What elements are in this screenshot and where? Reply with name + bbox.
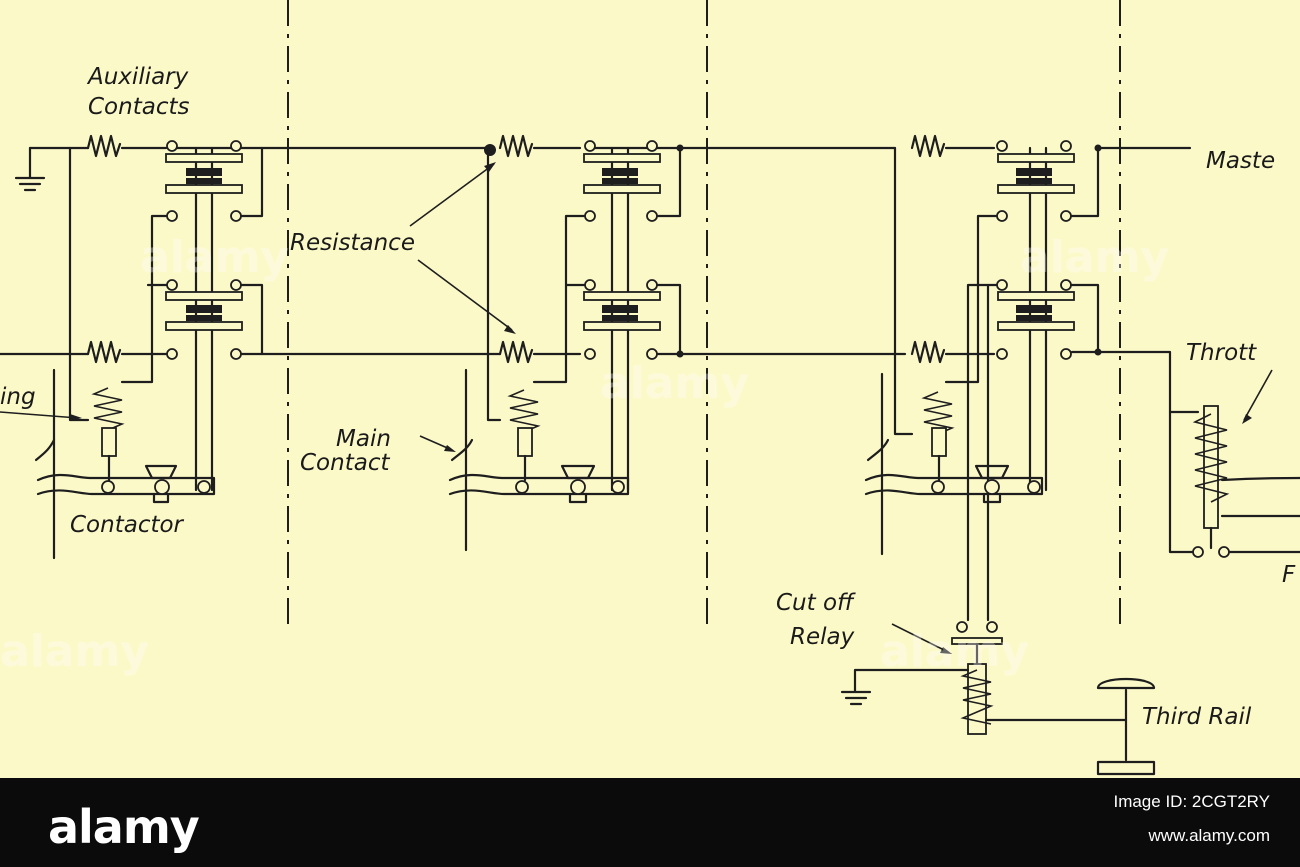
image-id-text: Image ID: 2CGT2RY	[1113, 792, 1270, 811]
label-relay: Relay	[790, 624, 855, 650]
throttle-arrow	[1243, 369, 1273, 421]
plunger	[101, 427, 117, 457]
watermark: alamy	[1020, 232, 1169, 283]
label-contactor: Contactor	[70, 512, 185, 538]
resistance-coil	[498, 134, 582, 158]
wire	[1070, 146, 1200, 414]
label-auxiliary: Auxiliary	[86, 64, 189, 90]
label-third-rail: Third Rail	[1142, 704, 1252, 730]
third-rail-shoe	[1096, 678, 1156, 690]
main-contact-finger	[34, 438, 56, 462]
insulator	[186, 168, 222, 176]
resistance-coil	[910, 340, 996, 364]
contact-plate	[165, 184, 243, 194]
contactor-unit-1	[34, 134, 264, 560]
throttle-coil	[1192, 413, 1230, 503]
label-main: Main	[336, 426, 391, 452]
throttle-unit	[1168, 405, 1300, 558]
wire	[944, 214, 998, 622]
wire	[240, 146, 264, 356]
circuit-diagram: Auxiliary Contacts Resistance Main Conta…	[0, 0, 1300, 776]
resistance-coil	[86, 340, 168, 364]
watermark: alamy	[140, 232, 289, 283]
third-rail	[1096, 760, 1156, 776]
cutoff-relay-arrow	[891, 623, 949, 653]
brand-logo[interactable]: alamy	[48, 800, 200, 854]
contact-plate	[165, 291, 243, 301]
cutoff-relay	[840, 621, 1156, 776]
spring-coil	[91, 387, 125, 431]
wire	[68, 146, 90, 422]
wire	[1168, 410, 1300, 554]
wire	[893, 146, 914, 436]
ground-symbol	[840, 668, 970, 706]
spring-arrow	[0, 411, 79, 419]
wire	[120, 214, 168, 384]
contactor-lever	[864, 473, 1044, 496]
contactor-unit-2	[448, 134, 684, 552]
label-resistance: Resistance	[290, 230, 415, 256]
resistance-arrow	[417, 259, 513, 331]
wire	[486, 146, 502, 422]
watermark: alamy	[600, 358, 749, 409]
label-contact: Contact	[300, 450, 390, 476]
wire	[532, 214, 586, 384]
wire	[1220, 476, 1300, 518]
contactor-unit-3	[864, 134, 1200, 622]
contact-plate	[165, 153, 243, 163]
resistance-arrow	[409, 163, 495, 227]
contactor-lever	[448, 473, 630, 496]
site-link[interactable]: www.alamy.com	[1148, 826, 1270, 845]
insulator	[186, 305, 222, 313]
contactor-lever	[36, 473, 216, 496]
label-contacts: Contacts	[88, 94, 189, 120]
watermark: alamy	[880, 626, 1029, 677]
spring-coil	[921, 391, 955, 435]
resistance-coil	[86, 134, 168, 158]
label-spring: ing	[0, 384, 36, 410]
insulator	[186, 315, 222, 321]
contact-plate	[165, 321, 243, 331]
wire	[656, 146, 682, 356]
footer-bar: alamy Image ID: 2CGT2RY www.alamy.com	[0, 778, 1300, 867]
spring-coil	[507, 389, 541, 433]
resistance-coil	[910, 134, 996, 158]
label-f: F	[1282, 562, 1296, 588]
relay-coil	[960, 669, 994, 725]
resistance-coil	[498, 340, 582, 364]
label-master: Maste	[1206, 148, 1275, 174]
contactor-pivot	[144, 464, 178, 504]
label-cut-off: Cut off	[776, 590, 856, 616]
label-throttle: Thrott	[1186, 340, 1257, 366]
insulator	[186, 178, 222, 184]
watermark: alamy	[0, 626, 149, 677]
ground-symbol	[14, 146, 46, 192]
leader-arrows	[0, 162, 1273, 654]
